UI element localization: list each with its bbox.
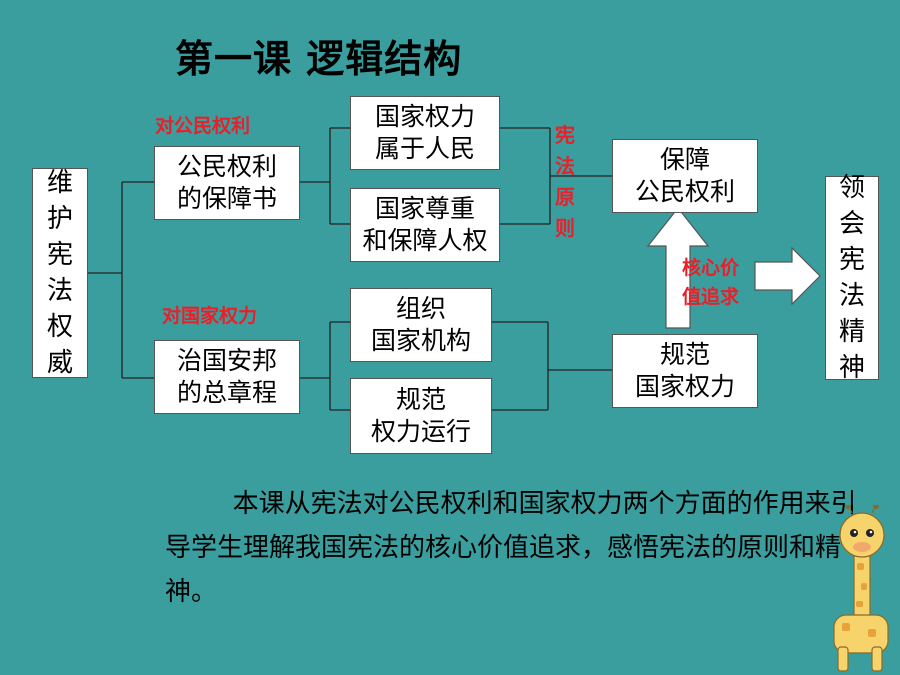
organize-state-organs-box: 组织 国家机构 bbox=[350, 288, 492, 362]
power-belongs-people-box: 国家权力 属于人民 bbox=[350, 96, 500, 170]
up-arrow-icon bbox=[646, 207, 710, 329]
page-title: 第一课 逻辑结构 bbox=[175, 37, 463, 81]
citizen-rights-label: 对公民权利 bbox=[155, 115, 251, 137]
state-power-label: 对国家权力 bbox=[162, 305, 258, 327]
constitutional-principle-label: 宪 法 原 则 bbox=[555, 123, 575, 240]
core-value-label: 核心价 值追求 bbox=[682, 257, 740, 308]
right-arrow-icon bbox=[754, 246, 821, 306]
respect-human-rights-box: 国家尊重 和保障人权 bbox=[350, 188, 500, 262]
regulate-power-operation-box: 规范 权力运行 bbox=[350, 378, 492, 454]
governance-charter-box: 治国安邦 的总章程 bbox=[154, 340, 300, 414]
giraffe-icon bbox=[833, 505, 889, 672]
protect-citizen-rights-box: 保障 公民权利 bbox=[612, 139, 758, 213]
rights-charter-box: 公民权利 的保障书 bbox=[154, 146, 300, 220]
understand-spirit-box: 领 会 宪 法 精 神 bbox=[825, 173, 879, 383]
regulate-state-power-box: 规范 国家权力 bbox=[612, 334, 758, 408]
summary-paragraph: 本课从宪法对公民权利和国家权力两个方面的作用来引导学生理解我国宪法的核心价值追求… bbox=[165, 489, 857, 607]
maintain-constitution-box: 维 护 宪 法 权 威 bbox=[32, 168, 88, 378]
